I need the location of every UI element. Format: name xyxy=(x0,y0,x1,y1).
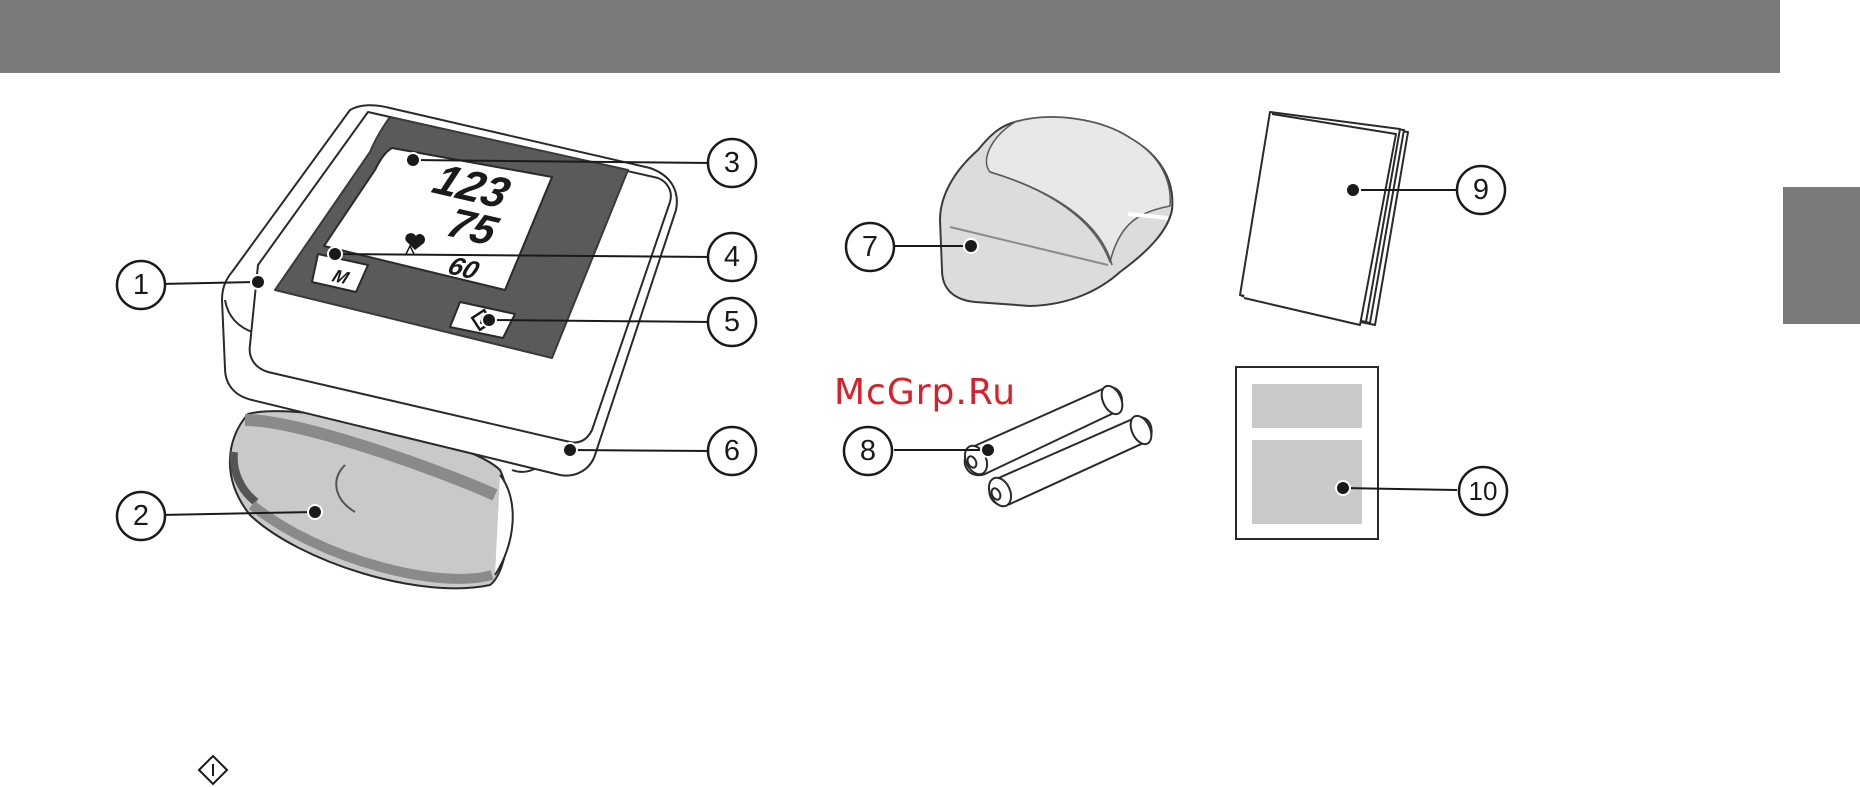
callout-10: 10 xyxy=(1469,476,1498,506)
watermark: McGrp.Ru xyxy=(834,372,1016,413)
callout-4: 4 xyxy=(724,241,740,273)
callout-8: 8 xyxy=(860,435,876,467)
callout-5: 5 xyxy=(724,306,740,338)
callout-7: 7 xyxy=(862,231,878,263)
callout-3: 3 xyxy=(724,147,740,179)
instruction-manual xyxy=(1240,112,1408,325)
callout-1: 1 xyxy=(133,269,149,301)
callout-6: 6 xyxy=(724,435,740,467)
storage-case xyxy=(940,117,1172,306)
guarantee-card xyxy=(1236,367,1378,539)
callout-2: 2 xyxy=(133,500,149,532)
power-button-icon xyxy=(199,756,227,784)
callout-9: 9 xyxy=(1473,174,1489,206)
